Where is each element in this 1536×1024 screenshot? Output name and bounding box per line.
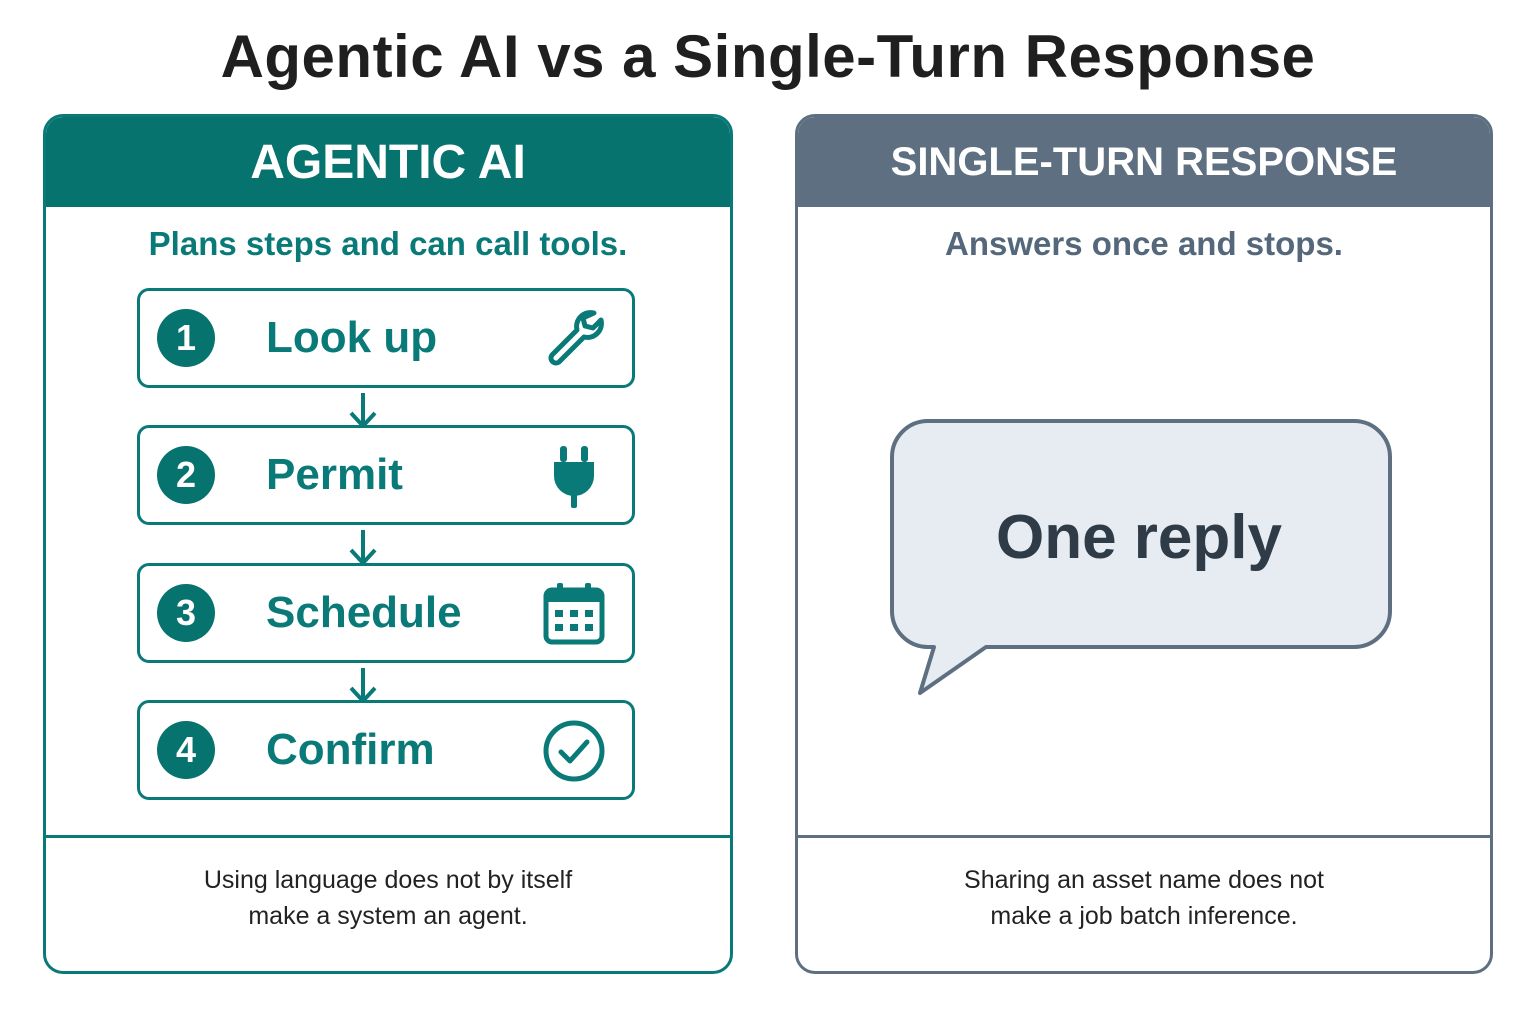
plug-icon	[554, 446, 594, 508]
footer-divider	[798, 835, 1490, 838]
arrow-down-icon	[349, 530, 377, 566]
bubble-text: One reply	[996, 503, 1282, 572]
step-number-badge: 1	[157, 309, 215, 367]
footer-line: Sharing an asset name does not	[964, 866, 1324, 894]
single-turn-panel: SINGLE-TURN RESPONSE Answers once and st…	[795, 114, 1493, 974]
speech-bubble-icon	[890, 419, 1392, 695]
calendar-icon	[543, 583, 605, 645]
single-turn-footer: Sharing an asset name does not make a jo…	[798, 862, 1490, 934]
step-number-badge: 3	[157, 584, 215, 642]
page-title: Agentic AI vs a Single-Turn Response	[220, 23, 1316, 90]
footer-line: Using language does not by itself	[203, 866, 573, 894]
agentic-ai-header: AGENTIC AI	[46, 117, 730, 207]
step-number-badge: 2	[157, 446, 215, 504]
wrench-icon	[548, 310, 604, 366]
agentic-ai-footer: Using language does not by itself make a…	[46, 862, 730, 934]
single-turn-subtitle: Answers once and stops.	[945, 225, 1343, 262]
step-label: Permit	[266, 450, 403, 499]
step-label: Confirm	[266, 725, 435, 774]
step-3: 3 Schedule	[137, 563, 635, 663]
step-label: Look up	[266, 313, 438, 362]
agentic-ai-subtitle: Plans steps and can call tools.	[148, 225, 628, 262]
single-turn-header: SINGLE-TURN RESPONSE	[798, 117, 1490, 207]
check-circle-icon	[543, 720, 605, 782]
step-1: 1 Look up	[137, 288, 635, 388]
footer-divider	[46, 835, 730, 838]
agentic-ai-panel: AGENTIC AI Plans steps and can call tool…	[43, 114, 733, 974]
footer-line: make a system an agent.	[248, 902, 528, 930]
footer-line: make a job batch inference.	[990, 902, 1298, 930]
step-label: Schedule	[266, 588, 462, 637]
step-4: 4 Confirm	[137, 700, 635, 800]
step-2: 2 Permit	[137, 425, 635, 525]
step-number-badge: 4	[157, 721, 215, 779]
